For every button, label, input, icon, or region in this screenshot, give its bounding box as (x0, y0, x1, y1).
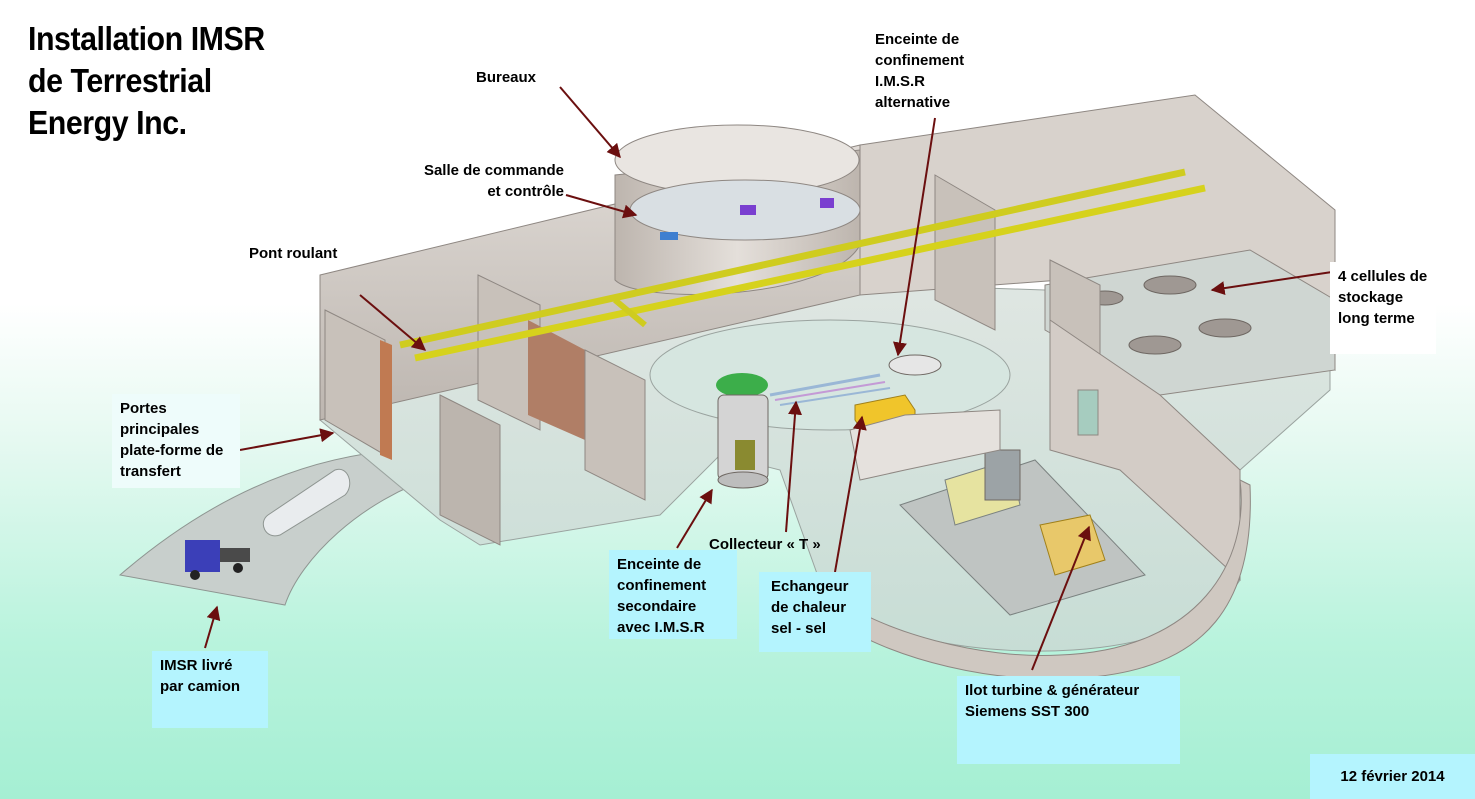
reactor-icon (716, 373, 769, 489)
partition-wall (584, 349, 646, 501)
label-collecteur: Collecteur « T » (709, 536, 821, 553)
label-enceinte-alternative: Enceinte de confinement I.M.S.R alternat… (875, 31, 965, 111)
arrow-icon (204, 86, 1333, 671)
wall-opening (1077, 389, 1099, 436)
reactor-capsule (262, 468, 351, 537)
label-salle-commande: Salle de commande et contrôle (423, 162, 564, 200)
console (820, 198, 834, 208)
alternative-containment (888, 354, 942, 376)
crane-icon (399, 168, 1206, 362)
label-turbine: Ilot turbine & générateur Siemens SST 30… (957, 676, 1180, 764)
label-echangeur: Echangeur de chaleur sel - sel (759, 572, 871, 652)
date-badge: 12 février 2014 (1310, 754, 1475, 799)
label-bureaux: Bureaux (476, 69, 537, 86)
label-pont-roulant: Pont roulant (249, 245, 338, 262)
right-wall (1049, 319, 1241, 582)
door-panel (528, 320, 585, 440)
storage-cell (1143, 275, 1197, 295)
door-panel (380, 340, 392, 460)
console (740, 205, 756, 215)
storage-floor (1044, 249, 1336, 396)
label-camion: IMSR livré par camion (152, 651, 268, 728)
label-cellules: 4 cellules de stockage long terme (1330, 262, 1436, 354)
truck-icon (185, 540, 250, 580)
console (660, 232, 678, 240)
turbine-room-wall (849, 409, 1001, 481)
label-portes: Portes principales plate-forme de transf… (112, 394, 240, 488)
storage-cell (1198, 318, 1252, 338)
page-title: Installation IMSR de Terrestrial Energy … (28, 20, 265, 141)
storage-cell (1128, 335, 1182, 355)
label-enceinte-secondaire: Enceinte de confinement secondaire avec … (609, 550, 737, 639)
partition-wall (439, 394, 501, 546)
partition-wall (477, 274, 541, 431)
